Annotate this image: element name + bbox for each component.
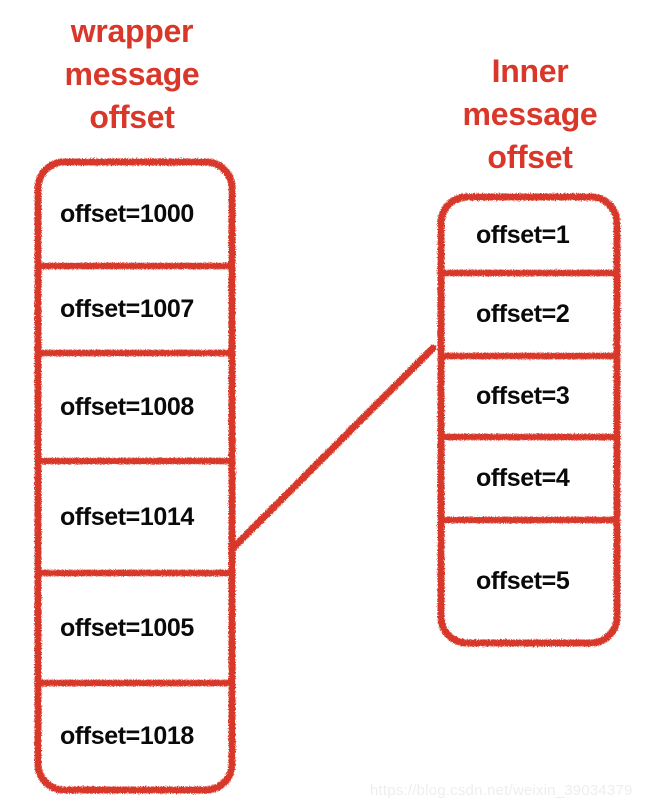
wrapper-cell-label: offset=1018 [60,722,194,750]
watermark-text: https://blog.csdn.net/weixin_39034379 [370,782,633,799]
inner-cell-label: offset=1 [476,220,570,249]
connector-line [228,344,437,553]
inner-cell-label: offset=5 [476,567,570,595]
inner-cell-label: offset=2 [476,300,570,328]
inner-cell-label: offset=4 [476,464,570,492]
inner-cell[interactable]: offset=2 [440,273,620,356]
inner-cell-label: offset=3 [476,382,570,410]
wrapper-cell-label: offset=1005 [60,613,194,642]
wrapper-cell-label: offset=1014 [60,502,194,531]
wrapper-cell[interactable]: offset=1018 [36,683,234,790]
inner-cell[interactable]: offset=5 [440,520,620,643]
wrapper-cell[interactable]: offset=1014 [36,461,234,573]
inner-cell[interactable]: offset=4 [440,437,620,520]
wrapper-cell[interactable]: offset=1008 [36,353,234,461]
wrapper-cell[interactable]: offset=1000 [36,162,234,266]
inner-column-title: Inner message offset [462,53,598,175]
wrapper-cell[interactable]: offset=1005 [36,573,234,683]
inner-cell[interactable]: offset=3 [440,356,620,437]
wrapper-cell[interactable]: offset=1007 [36,266,234,353]
wrapper-cell-label: offset=1007 [60,295,194,323]
wrapper-cell-label: offset=1008 [60,392,194,421]
inner-cell[interactable]: offset=1 [440,197,620,273]
wrapper-column-title: wrapper message offset [64,13,200,135]
wrapper-cell-label: offset=1000 [60,199,194,228]
